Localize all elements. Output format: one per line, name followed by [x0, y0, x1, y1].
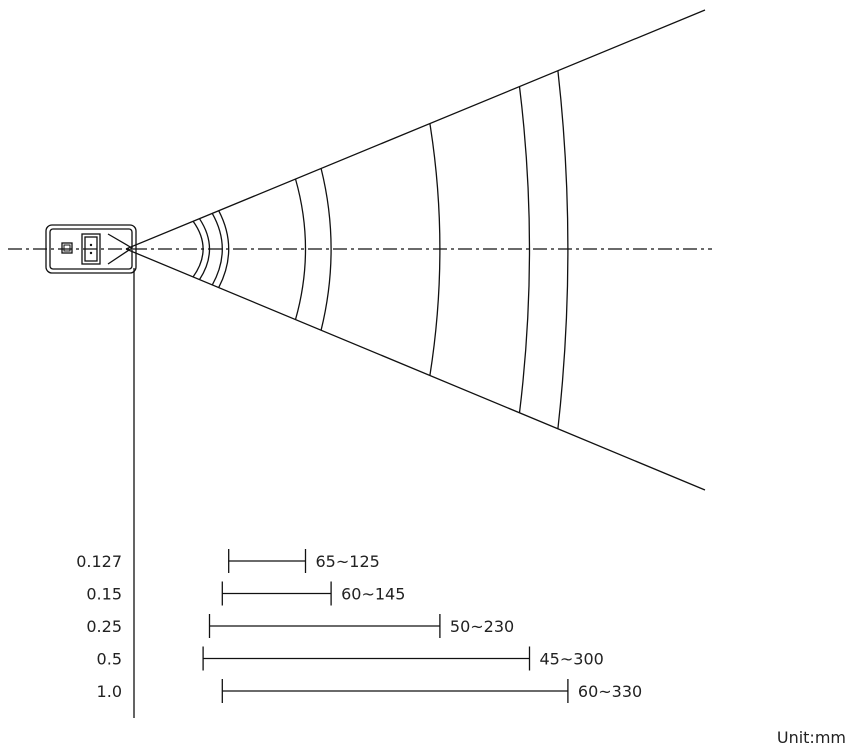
depth-of-field-arcs	[192, 70, 569, 429]
dof-arc-125	[294, 178, 307, 320]
range-label: 50~230	[450, 617, 514, 636]
dof-arc-45	[192, 220, 204, 278]
dof-arc-145	[320, 168, 332, 331]
resolution-label: 0.25	[86, 617, 122, 636]
dof-arc-50	[198, 218, 211, 280]
range-label: 60~330	[578, 682, 642, 701]
dof-arc-230	[429, 123, 441, 376]
dof-arc-330	[557, 70, 569, 429]
dof-arc-65	[218, 210, 230, 288]
resolution-label: 0.127	[76, 552, 122, 571]
unit-label: Unit:mm	[777, 728, 846, 747]
resolution-label: 1.0	[97, 682, 122, 701]
cone-upper-edge	[125, 9, 706, 250]
range-bars: 0.127 65~125 0.15 60~145 0.25 50~230 0.5 45~300…	[76, 549, 642, 703]
cone-lower-edge	[125, 248, 706, 491]
resolution-label: 0.5	[97, 650, 122, 669]
range-label: 65~125	[316, 552, 380, 571]
dof-arc-60	[211, 213, 223, 286]
resolution-label: 0.15	[86, 585, 122, 604]
dof-arc-300	[518, 86, 531, 413]
range-label: 45~300	[540, 650, 604, 669]
range-label: 60~145	[341, 585, 405, 604]
